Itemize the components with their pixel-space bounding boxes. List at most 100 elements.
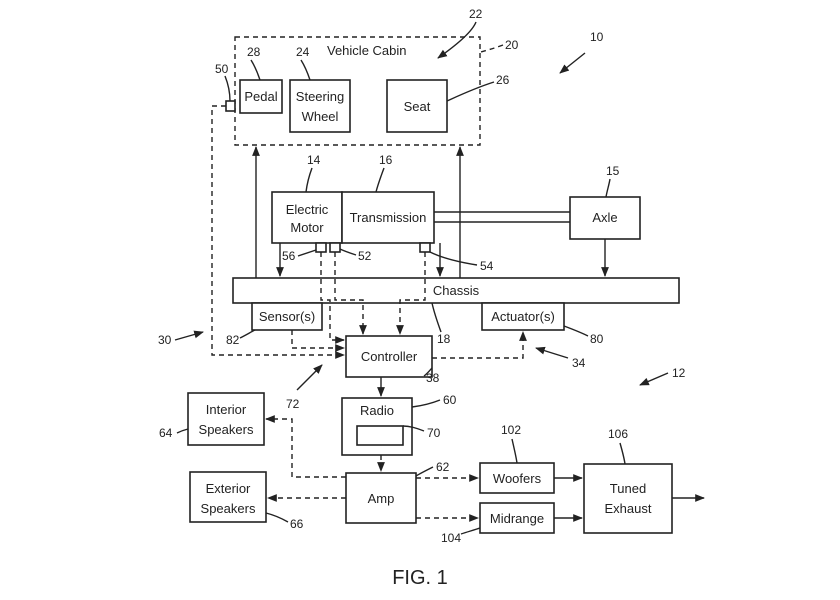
seat-box bbox=[386, 79, 448, 133]
output-sensor-square bbox=[419, 242, 431, 253]
interior-speakers-box bbox=[187, 392, 265, 446]
leader-line bbox=[224, 75, 231, 102]
transmission-box bbox=[341, 191, 435, 244]
ref-numeral: 50 bbox=[215, 62, 229, 76]
leader-line bbox=[423, 367, 433, 377]
leader-line bbox=[305, 167, 313, 193]
leader-line bbox=[511, 438, 518, 464]
steering-wheel-label-line2: Wheel bbox=[302, 109, 339, 124]
actuators-box bbox=[481, 302, 565, 331]
amp-to-interior-speakers-line bbox=[265, 415, 346, 478]
transmission-sensor-square bbox=[329, 242, 341, 253]
ref-numeral: 54 bbox=[480, 259, 494, 273]
leader-line bbox=[297, 249, 317, 257]
ref-numeral: 52 bbox=[358, 249, 372, 263]
tuned-exhaust-label-line1: Tuned bbox=[610, 481, 646, 496]
leader-line bbox=[429, 251, 478, 266]
motor-sensor-to-controller-line bbox=[320, 252, 345, 344]
vehicle-cabin-boundary bbox=[234, 36, 481, 146]
transmission-label: Transmission bbox=[350, 210, 427, 225]
output-sensor-to-controller-line bbox=[396, 252, 426, 335]
leader-line bbox=[300, 59, 311, 81]
leader-line bbox=[265, 512, 289, 523]
leader-line bbox=[605, 178, 611, 198]
sensors-box bbox=[251, 302, 323, 331]
leader-line bbox=[415, 466, 434, 477]
ref-numeral: 18 bbox=[437, 332, 451, 346]
leader-arrow bbox=[559, 52, 586, 74]
ref-numeral: 66 bbox=[290, 517, 304, 531]
radio-label: Radio bbox=[360, 403, 394, 418]
leader-line bbox=[460, 527, 481, 535]
leader-line bbox=[176, 428, 189, 434]
steering-wheel-label-line1: Steering bbox=[296, 89, 344, 104]
ref-numeral: 82 bbox=[226, 333, 240, 347]
ref-numeral: 28 bbox=[247, 45, 261, 59]
sensors-label: Sensor(s) bbox=[259, 309, 315, 324]
ref-numeral: 38 bbox=[426, 371, 440, 385]
ref-numeral: 60 bbox=[443, 393, 457, 407]
motor-sensor-square bbox=[315, 242, 327, 253]
ref-numeral: 16 bbox=[379, 153, 393, 167]
ref-numeral: 102 bbox=[501, 423, 521, 437]
amp-label: Amp bbox=[368, 491, 395, 506]
ref-numeral: 56 bbox=[282, 249, 296, 263]
electric-motor-label-line1: Electric bbox=[286, 202, 329, 217]
radio-display bbox=[356, 425, 404, 446]
vehicle-cabin-label: Vehicle Cabin bbox=[327, 43, 407, 58]
figure-caption: FIG. 1 bbox=[392, 567, 448, 589]
leader-line bbox=[431, 302, 442, 333]
ref-numeral: 34 bbox=[572, 356, 586, 370]
exterior-speakers-label-line2: Speakers bbox=[201, 501, 256, 516]
leader-line bbox=[619, 442, 626, 465]
interior-speakers-label-line2: Speakers bbox=[199, 422, 254, 437]
sensors-to-controller-line bbox=[291, 330, 345, 352]
interior-speakers-label-line1: Interior bbox=[206, 402, 247, 417]
electric-motor-box bbox=[271, 191, 343, 244]
leader-arrow bbox=[174, 330, 204, 341]
tuned-exhaust-label-line2: Exhaust bbox=[605, 501, 652, 516]
actuators-label: Actuator(s) bbox=[491, 309, 555, 324]
exterior-speakers-box bbox=[189, 471, 267, 523]
leader-line bbox=[375, 167, 385, 193]
tuned-exhaust-box bbox=[583, 463, 673, 534]
ref-numeral: 22 bbox=[469, 7, 483, 21]
leader-arrow bbox=[296, 364, 323, 391]
woofers-box bbox=[479, 462, 555, 494]
leader-line bbox=[480, 44, 504, 53]
controller-label: Controller bbox=[361, 349, 418, 364]
ref-numeral: 12 bbox=[672, 366, 686, 380]
ref-numeral: 106 bbox=[608, 427, 628, 441]
ref-numeral: 30 bbox=[158, 333, 172, 347]
axle-label: Axle bbox=[592, 210, 617, 225]
transmission-sensor-to-controller-line bbox=[334, 252, 367, 335]
leader-line bbox=[239, 329, 256, 339]
leader-line bbox=[446, 81, 495, 102]
ref-numeral: 26 bbox=[496, 73, 510, 87]
electric-motor-label-line2: Motor bbox=[290, 220, 324, 235]
pedal-box bbox=[239, 79, 283, 114]
ref-numeral: 80 bbox=[590, 332, 604, 346]
midrange-label: Midrange bbox=[490, 511, 544, 526]
controller-box bbox=[345, 335, 433, 378]
ref-numeral: 64 bbox=[159, 426, 173, 440]
woofers-label: Woofers bbox=[493, 471, 542, 486]
leader-line bbox=[411, 399, 441, 408]
ref-numeral: 62 bbox=[436, 460, 450, 474]
exterior-speakers-label-line1: Exterior bbox=[206, 481, 251, 496]
ref-numeral: 24 bbox=[296, 45, 310, 59]
ref-numeral: 14 bbox=[307, 153, 321, 167]
leader-line bbox=[563, 325, 589, 337]
amp-box bbox=[345, 472, 417, 524]
ref-numeral: 70 bbox=[427, 426, 441, 440]
ref-numeral: 104 bbox=[441, 531, 461, 545]
leader-line bbox=[339, 248, 357, 256]
leader-arrow bbox=[639, 372, 669, 386]
pedal-label: Pedal bbox=[244, 89, 277, 104]
leader-line bbox=[250, 59, 261, 81]
chassis-box bbox=[232, 277, 680, 304]
steering-wheel-box bbox=[289, 79, 351, 133]
ref-numeral: 15 bbox=[606, 164, 620, 178]
ref-numeral: 72 bbox=[286, 397, 300, 411]
